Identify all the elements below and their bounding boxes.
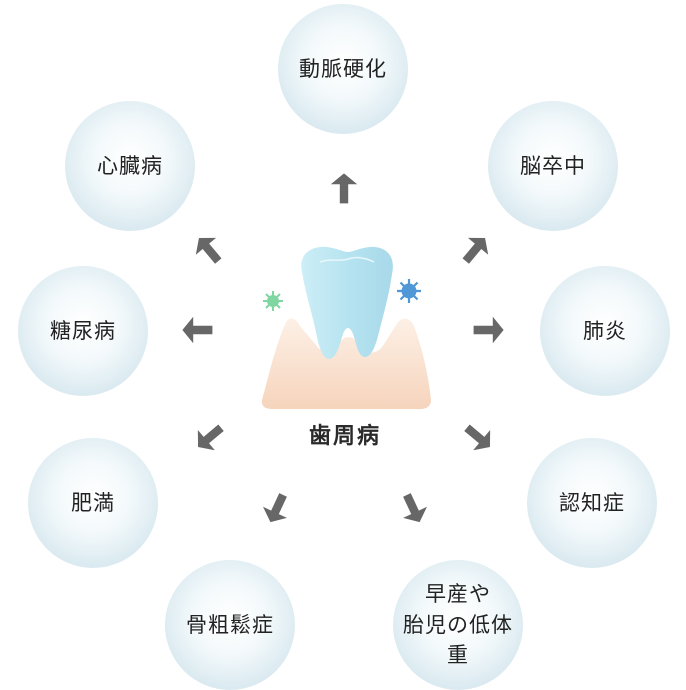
arrow-up-right [455, 229, 496, 270]
germ-green-icon [263, 291, 283, 311]
node-dementia: 認知症 [527, 438, 657, 568]
node-obesity: 肥満 [28, 438, 158, 568]
center-label: 歯周病 [308, 424, 381, 449]
node-obesity-label: 肥満 [71, 490, 115, 515]
node-heart: 心臓病 [65, 101, 195, 231]
node-preterm: 早産や 胎児の低体重 [393, 560, 523, 690]
node-preterm-label-2: 胎児の低体重 [403, 612, 513, 668]
node-diabetes: 糖尿病 [18, 266, 148, 396]
node-osteo: 骨粗鬆症 [165, 560, 295, 690]
node-preterm-label-1: 早産や [425, 582, 491, 607]
arrow-down-left-lower [258, 489, 296, 528]
arrow-down-right [458, 417, 499, 458]
node-osteo-label: 骨粗鬆症 [186, 612, 274, 637]
arrow-down-left [189, 417, 230, 458]
node-diabetes-label: 糖尿病 [50, 318, 116, 343]
arrow-down-right-lower [394, 489, 432, 528]
node-arterio-label: 動脈硬化 [299, 56, 387, 81]
node-arterio: 動脈硬化 [278, 4, 408, 134]
arrow-up [330, 173, 358, 204]
tooth-highlight [319, 256, 375, 263]
node-lung: 肺炎 [540, 266, 670, 396]
tooth-illustration [301, 246, 393, 359]
node-dementia-label: 認知症 [559, 490, 625, 515]
gum-illustration [261, 318, 431, 409]
arrow-left [182, 316, 213, 344]
node-stroke: 脳卒中 [488, 101, 618, 231]
node-stroke-label: 脳卒中 [520, 153, 586, 178]
node-heart-label: 心臓病 [97, 153, 163, 178]
node-lung-label: 肺炎 [583, 318, 627, 343]
arrow-up-left [188, 229, 229, 270]
arrow-right [473, 316, 504, 344]
germ-blue-icon [397, 279, 421, 303]
